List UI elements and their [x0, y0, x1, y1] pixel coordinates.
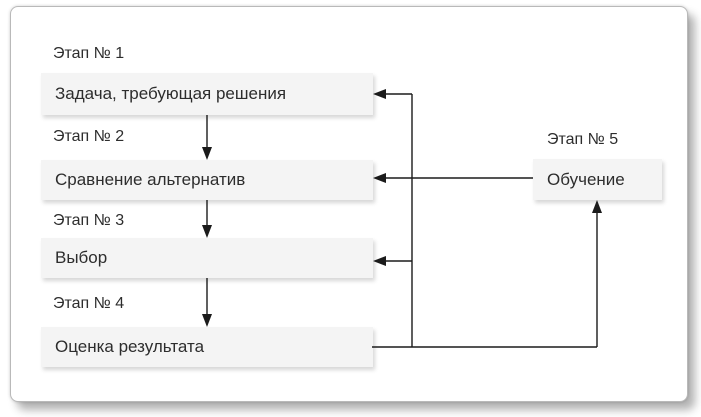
stage-1-label: Этап № 1 — [53, 45, 125, 62]
stage-4-label: Этап № 4 — [53, 295, 125, 312]
stage-3-box: Выбор — [41, 238, 373, 278]
stage-3-label: Этап № 3 — [53, 212, 125, 229]
stage-4-box: Оценка результата — [41, 327, 373, 367]
stage-5-box: Обучение — [533, 159, 662, 200]
stage-2-label: Этап № 2 — [53, 128, 125, 145]
stage-2-box: Сравнение альтернатив — [41, 160, 373, 200]
stage-5-label: Этап № 5 — [547, 131, 619, 148]
stage-1-box: Задача, требующая решения — [41, 73, 373, 115]
